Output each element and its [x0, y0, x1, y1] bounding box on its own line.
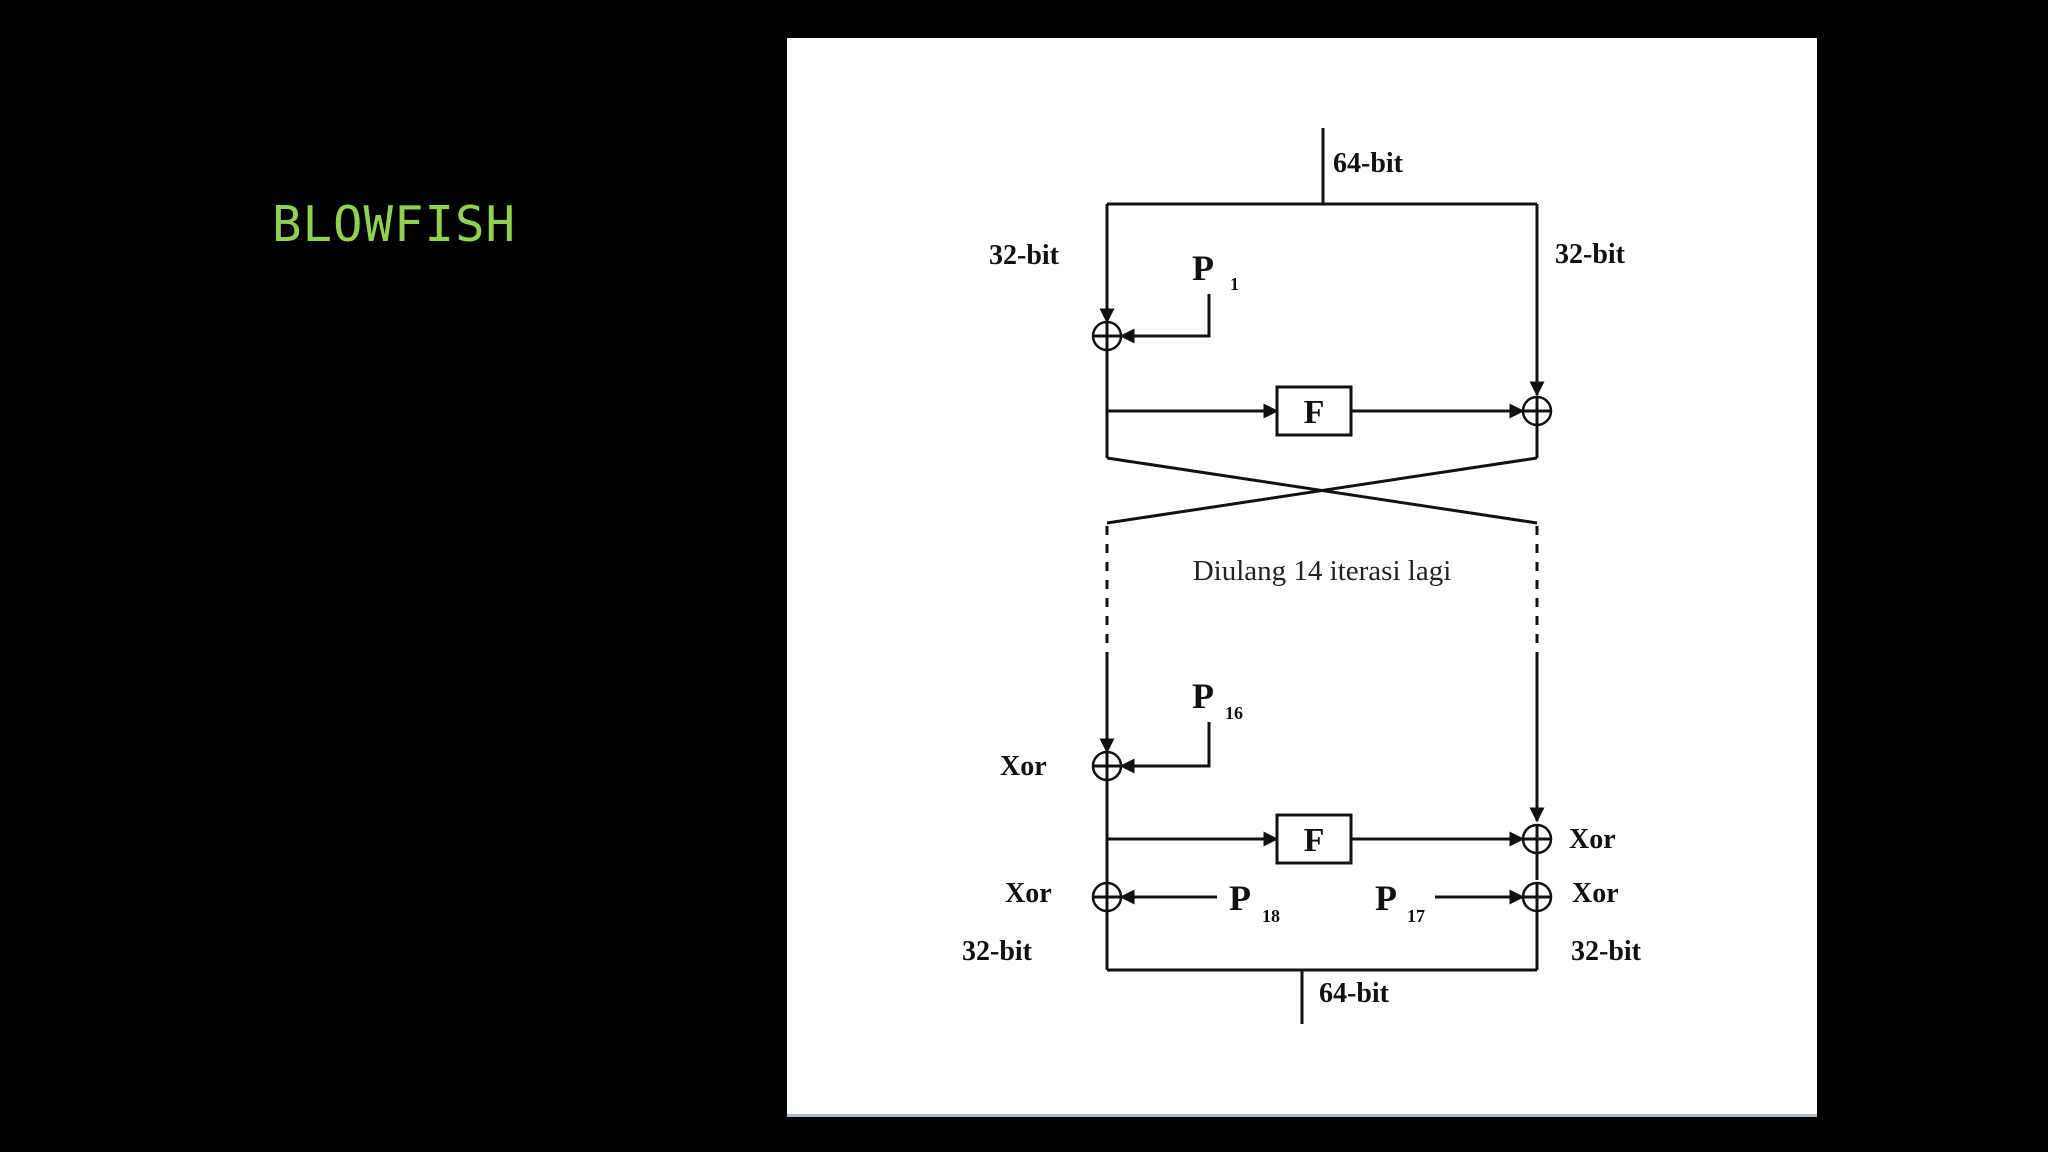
xor-label-left-upper: Xor: [1000, 751, 1047, 782]
subkey-p17-index: 17: [1407, 906, 1425, 926]
subkey-p16-arrow: [1119, 722, 1211, 774]
top-left-32bit-label: 32-bit: [989, 240, 1060, 271]
bottom-right-32bit-label: 32-bit: [1571, 936, 1642, 967]
repeat-note: Diulang 14 iterasi lagi: [1193, 555, 1452, 587]
subkey-p1-letter: P: [1192, 248, 1214, 288]
xor-label-left-lower: Xor: [1005, 878, 1052, 909]
blowfish-diagram-panel: 64-bit 32-bit 32-bit P 1 F: [787, 38, 1817, 1117]
swap-line-right-to-left: [1106, 456, 1538, 525]
xor-label-right-upper: Xor: [1569, 824, 1616, 855]
bottom-left-32bit-label: 32-bit: [962, 936, 1033, 967]
xor-icon: [1091, 320, 1123, 352]
subkey-p1-index: 1: [1230, 274, 1239, 294]
xor-icon: [1091, 881, 1123, 913]
subkey-p16-letter: P: [1192, 676, 1214, 716]
f-function-box-final: [1275, 813, 1353, 865]
slide-title: BLOWFISH: [272, 196, 517, 253]
blowfish-feistel-diagram: 64-bit 32-bit 32-bit P 1 F: [962, 128, 1642, 1024]
xor-label-right-lower: Xor: [1572, 878, 1619, 909]
subkey-p18-letter: P: [1229, 878, 1251, 918]
xor-icon: [1521, 823, 1553, 855]
subkey-p17-letter: P: [1375, 878, 1397, 918]
f-function-label: F: [1304, 394, 1325, 431]
input-64bit-label: 64-bit: [1333, 148, 1404, 179]
xor-icon: [1521, 881, 1553, 913]
subkey-p1-arrow: [1119, 294, 1211, 344]
f-function-box: [1275, 385, 1353, 437]
subkey-p18-index: 18: [1262, 906, 1280, 926]
xor-icon: [1521, 395, 1553, 427]
output-64bit-label: 64-bit: [1319, 978, 1390, 1009]
f-function-label-final: F: [1304, 822, 1325, 859]
top-right-32bit-label: 32-bit: [1555, 239, 1626, 270]
xor-icon: [1091, 750, 1123, 782]
subkey-p16-index: 16: [1225, 703, 1243, 723]
